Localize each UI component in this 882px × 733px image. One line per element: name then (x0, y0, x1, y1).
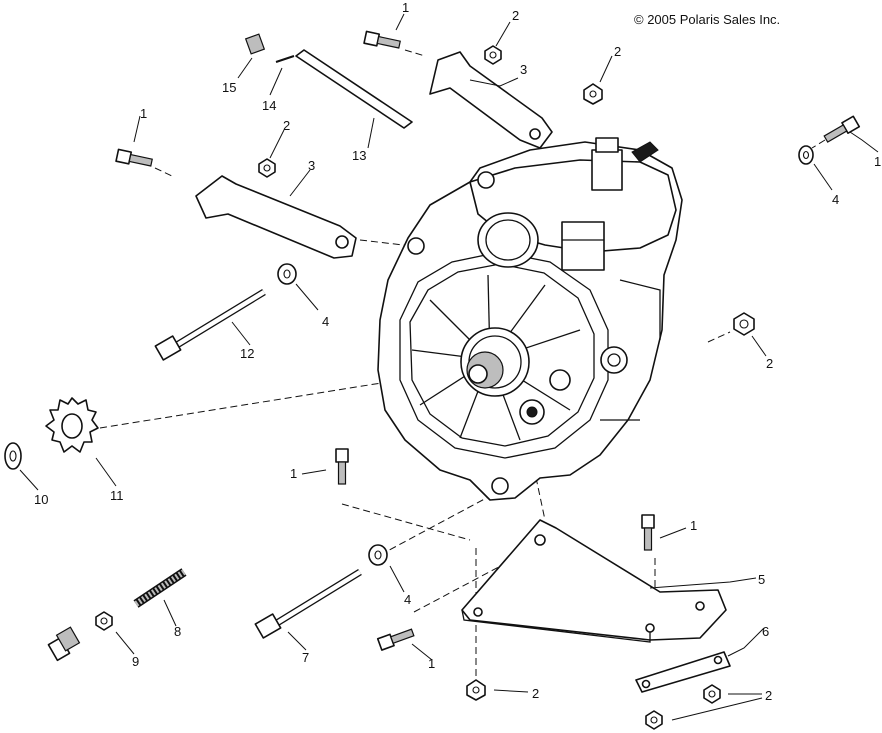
nut (703, 684, 721, 704)
long-bolt-12 (154, 289, 266, 361)
vent-fitting (631, 141, 659, 163)
callout-number: 2 (614, 44, 621, 59)
nut (645, 710, 663, 730)
assembly-lines (99, 49, 826, 680)
copyright-text: © 2005 Polaris Sales Inc. (634, 12, 780, 27)
callout-number: 2 (283, 118, 290, 133)
callout-number: 12 (240, 346, 254, 361)
callout-number: 10 (34, 492, 48, 507)
mount-boss (600, 346, 628, 374)
callout-number: 1 (690, 518, 697, 533)
callout-number: 1 (428, 656, 435, 671)
top-cover-seal (477, 212, 539, 268)
sprocket (45, 397, 99, 453)
shift-rod (295, 49, 413, 129)
callout-number: 13 (352, 148, 366, 163)
leader-lines (19, 13, 879, 721)
nut (466, 679, 486, 701)
long-bolt-7 (254, 569, 362, 639)
gearcase-assembly (377, 137, 683, 501)
spacer (4, 442, 22, 470)
stud (133, 568, 187, 608)
clip (244, 33, 266, 55)
callout-number: 5 (758, 572, 765, 587)
cotter-pin (275, 55, 295, 63)
nut (583, 83, 603, 105)
bracket-upper (429, 51, 553, 149)
callout-number: 9 (132, 654, 139, 669)
bracket-left (195, 175, 357, 259)
callout-number: 6 (762, 624, 769, 639)
strap-plate (635, 651, 731, 693)
bolt (641, 514, 655, 551)
bolt (335, 448, 349, 485)
callout-number: 4 (322, 314, 329, 329)
bolt (363, 30, 401, 49)
callout-number: 1 (402, 0, 409, 15)
callout-number: 4 (832, 192, 839, 207)
callout-number: 2 (765, 688, 772, 703)
callout-number: 2 (766, 356, 773, 371)
callout-number: 3 (308, 158, 315, 173)
callout-number: 3 (520, 62, 527, 77)
mounting-plate (461, 519, 727, 643)
callout-number: 14 (262, 98, 276, 113)
callout-number: 1 (290, 466, 297, 481)
callout-number: 1 (140, 106, 147, 121)
washer (277, 263, 297, 285)
shift-block (561, 221, 605, 271)
washer (798, 145, 814, 165)
nut (258, 158, 276, 178)
drain-plug (47, 626, 81, 662)
bolt (823, 115, 861, 143)
callouts: 1 2 2 3 15 14 13 1 2 3 1 4 4 12 2 10 11 … (34, 0, 881, 703)
washer (368, 544, 388, 566)
callout-number: 2 (512, 8, 519, 23)
nut-9 (95, 611, 113, 631)
bolt (115, 148, 153, 167)
callout-number: 15 (222, 80, 236, 95)
callout-number: 4 (404, 592, 411, 607)
nut (484, 45, 502, 65)
bolt (376, 628, 415, 651)
callout-number: 11 (110, 488, 124, 503)
shift-selector (591, 149, 623, 191)
callout-number: 2 (532, 686, 539, 701)
callout-number: 7 (302, 650, 309, 665)
callout-number: 8 (174, 624, 181, 639)
nut (733, 312, 755, 336)
callout-number: 1 (874, 154, 881, 169)
